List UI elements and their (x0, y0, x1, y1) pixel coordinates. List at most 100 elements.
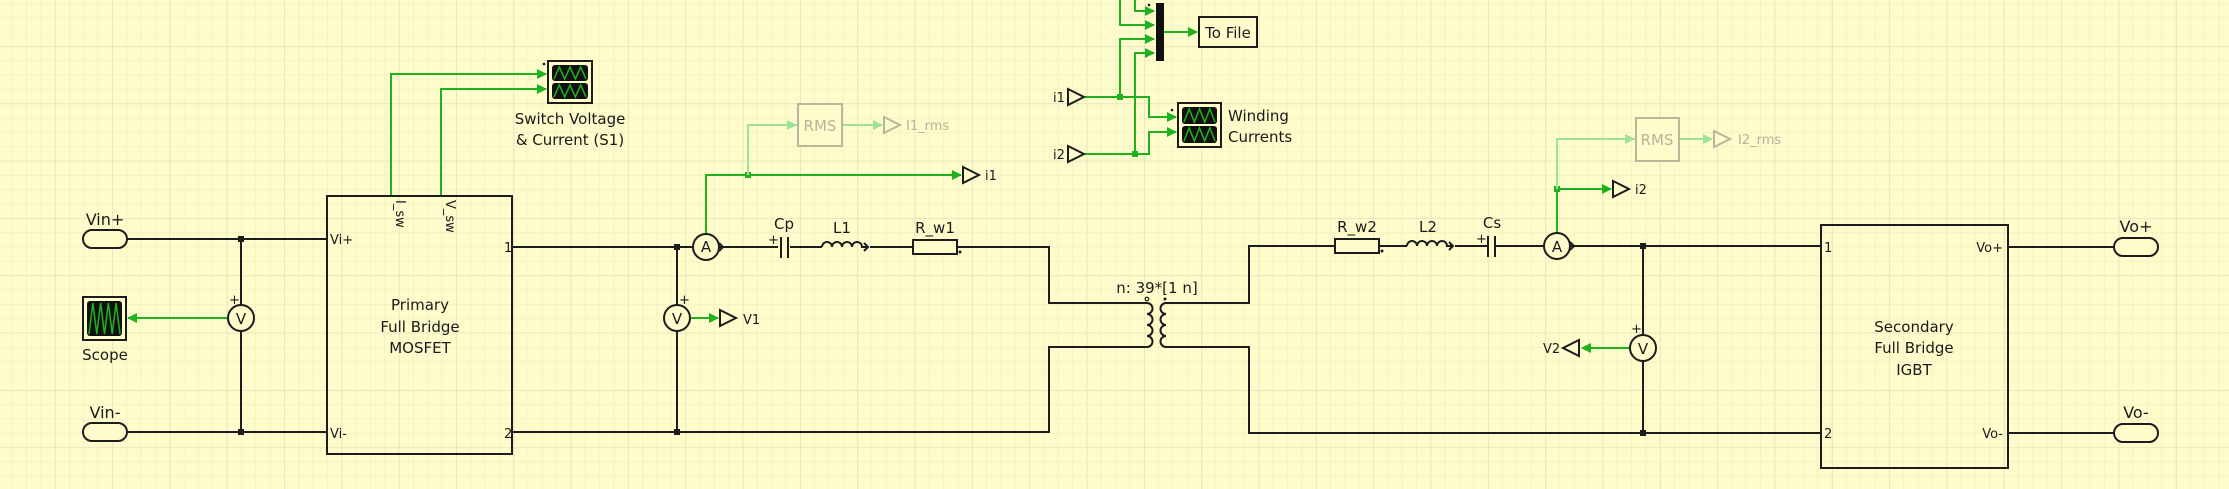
signal-source-i2[interactable] (1067, 144, 1087, 164)
i1-tag-label: i1 (985, 169, 997, 184)
signal-tag-i1-rms[interactable] (883, 115, 903, 135)
ammeter-i1[interactable] (692, 233, 720, 261)
l1-label: L1 (833, 219, 851, 237)
voltmeter2-plus: + (1631, 322, 1642, 337)
arrow-head-disabled (873, 120, 883, 130)
port-label-vo-minus: Vo- (2123, 403, 2149, 422)
rms2-block-label: RMS (1641, 131, 1674, 149)
winding-scope-label-1: Winding (1228, 107, 1289, 125)
capacitor-cs[interactable] (1487, 236, 1496, 257)
switch-scope-label-2: & Current (S1) (516, 131, 624, 149)
signal-tag-i2-rms[interactable] (1713, 129, 1733, 149)
secondary-pin-vo-plus: Vo+ (1976, 241, 2003, 256)
to-file-block[interactable] (1198, 16, 1258, 48)
rms-block-i1[interactable] (797, 103, 843, 147)
port-vo-plus[interactable] (2113, 237, 2159, 257)
cs-label: Cs (1483, 214, 1501, 232)
arrow-head-disabled (1625, 134, 1635, 144)
signal-tag-i1[interactable] (962, 165, 982, 185)
arrow-head-disabled (787, 120, 797, 130)
transformer-dot-secondary (1163, 297, 1167, 301)
scope-waveform-icon (553, 65, 587, 81)
winding-scope-label-2: Currents (1228, 128, 1292, 146)
voltmeter-v2[interactable] (1629, 334, 1657, 362)
cp-plus: + (768, 233, 779, 248)
rms1-block-label: RMS (804, 117, 837, 135)
signal-i1-to-mux[interactable] (1119, 34, 1155, 97)
secondary-pin-1: 1 (1824, 241, 1832, 256)
arrow-head-disabled (1703, 134, 1713, 144)
signals-layer (127, 0, 1713, 353)
i2-rms-tag-label: I2_rms (1738, 133, 1781, 148)
primary-full-bridge-block[interactable] (326, 195, 513, 455)
resistor-rw1[interactable] (912, 239, 958, 255)
voltmeter-in-plus: + (229, 293, 240, 308)
primary-pin-2: 2 (504, 427, 512, 442)
junction-primary-1 (674, 244, 680, 250)
signal-mux-input-2[interactable] (1119, 0, 1155, 30)
port-vo-minus[interactable] (2113, 423, 2159, 443)
cs-plus: + (1476, 232, 1487, 247)
polarity-dot (1170, 108, 1174, 112)
scope-waveform-icon (553, 83, 587, 99)
signal-v-sw[interactable] (440, 84, 547, 196)
wire-secondary-return[interactable] (1166, 346, 1821, 434)
signal-i1-to-rms[interactable] (747, 124, 797, 175)
signal-i2-to-mux[interactable] (1134, 48, 1155, 154)
signal-tag-i2[interactable] (1612, 179, 1632, 199)
voltmeter-input[interactable] (227, 304, 255, 332)
l2-label: L2 (1419, 218, 1437, 236)
labels-layer: Vin+ Vin- Vo+ Vo- Scope Switch Voltage &… (82, 24, 2152, 442)
junction-primary-2 (674, 429, 680, 435)
signal-i-sw[interactable] (390, 69, 547, 196)
resistor-rw2[interactable] (1334, 238, 1380, 254)
wire-transformer-to-rw2[interactable] (1166, 245, 1335, 304)
wires-layer (127, 236, 2114, 436)
junction-secondary-1 (1640, 243, 1646, 249)
signal-source-i1[interactable] (1067, 87, 1087, 107)
signal-i2-to-rms[interactable] (1556, 138, 1635, 189)
rms-block-i2[interactable] (1635, 117, 1680, 162)
polarity-dot (1147, 3, 1151, 7)
junction-vin-minus (238, 429, 244, 435)
ammeter2-symbol: A (1552, 238, 1563, 256)
ammeter-i2[interactable] (1543, 232, 1571, 260)
ammeter1-symbol: A (701, 238, 712, 256)
signal-tag-v2[interactable] (1560, 338, 1580, 358)
inductor-l2[interactable] (1406, 240, 1455, 251)
signal-i1[interactable] (705, 170, 962, 234)
secondary-title-3: IGBT (1896, 361, 1932, 379)
scope-waveform-icon (1183, 125, 1216, 144)
voltmeter-in-symbol: V (236, 310, 247, 328)
primary-title-3: MOSFET (389, 339, 451, 357)
signal-tag-v1[interactable] (719, 308, 739, 328)
switch-scope-label-1: Switch Voltage (515, 110, 626, 128)
primary-pin-1: 1 (504, 241, 512, 256)
inductor-l1[interactable] (821, 241, 870, 252)
polarity-dot (542, 62, 546, 66)
junction-i1-tap (1117, 94, 1123, 100)
signal-mux-input-1[interactable] (1134, 0, 1155, 16)
primary-out-v-sw: V_sw (442, 200, 457, 233)
transformer-secondary-coil (1159, 302, 1167, 348)
junction-secondary-2 (1640, 430, 1646, 436)
port-label-vin-plus: Vin+ (86, 210, 125, 229)
capacitor-cp[interactable] (780, 237, 789, 258)
i1-rms-tag-label: I1_rms (906, 119, 949, 134)
secondary-full-bridge-block[interactable] (1820, 224, 2009, 469)
transformer-ideal[interactable] (1140, 298, 1174, 352)
voltmeter1-plus: + (679, 293, 690, 308)
port-vin-plus[interactable] (82, 229, 128, 249)
scope-waveform-icon (1183, 106, 1216, 125)
ammeter-direction-icon (1569, 241, 1576, 251)
port-vin-minus[interactable] (82, 422, 128, 442)
signal-mux[interactable] (1156, 3, 1164, 61)
voltmeter-v1[interactable] (663, 304, 691, 332)
secondary-pin-vo-minus: Vo- (1982, 427, 2003, 442)
signal-i2-to-winding-scope[interactable] (1085, 127, 1177, 155)
wire-primary-return[interactable] (512, 346, 1147, 433)
v1-tag-label: V1 (743, 313, 760, 328)
wire-rw1-to-transformer[interactable] (957, 246, 1147, 304)
voltmeter2-symbol: V (1638, 340, 1649, 358)
